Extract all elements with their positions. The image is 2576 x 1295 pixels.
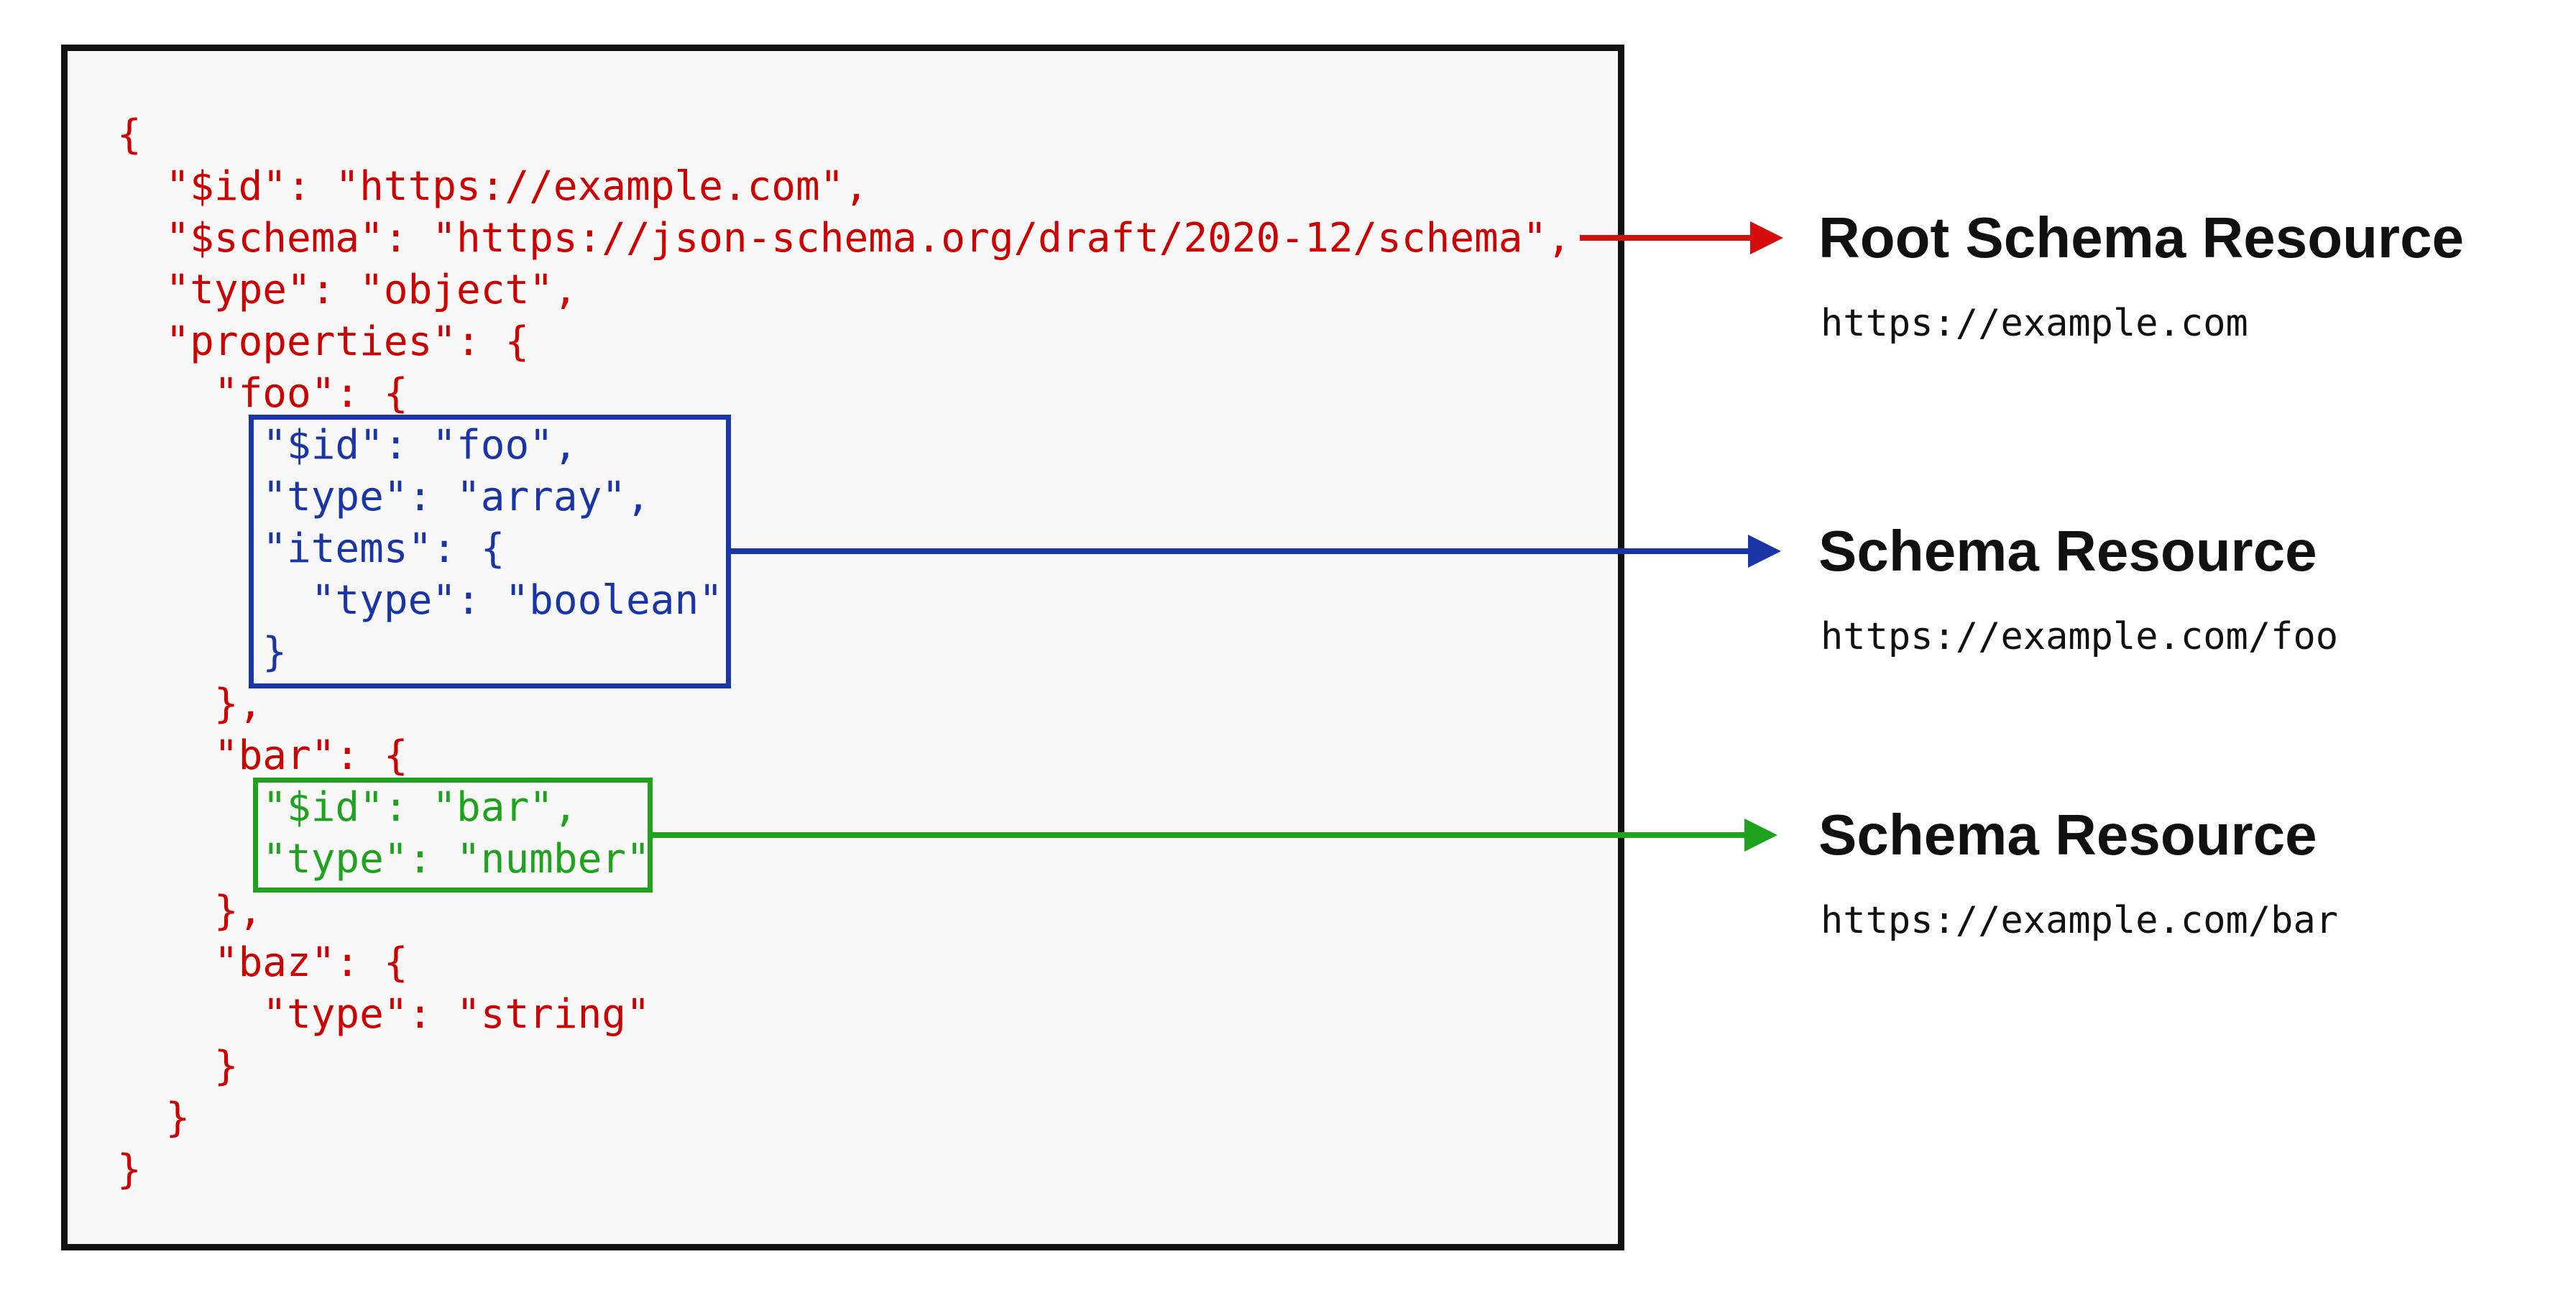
code-line: "bar": { bbox=[117, 732, 408, 779]
code-line: } bbox=[117, 1043, 239, 1089]
bar-schema-resource-box bbox=[253, 778, 653, 893]
bar-schema-resource-uri: https://example.com/bar bbox=[1821, 899, 2339, 942]
code-line: "$schema": "https://json-schema.org/draf… bbox=[117, 215, 1571, 262]
code-line: "type": "array", bbox=[117, 474, 650, 520]
foo-schema-arrowhead-icon bbox=[1748, 535, 1781, 568]
code-line: "type": "string" bbox=[117, 991, 650, 1038]
code-line: } bbox=[117, 629, 288, 676]
bar-schema-arrowhead-icon bbox=[1744, 819, 1777, 852]
code-line: } bbox=[117, 1094, 190, 1141]
code-line: { bbox=[117, 111, 142, 158]
code-line: "type": "boolean" bbox=[117, 577, 723, 624]
code-line: "type": "number" bbox=[117, 836, 650, 882]
code-line: }, bbox=[117, 888, 263, 934]
foo-schema-resource-uri: https://example.com/foo bbox=[1821, 615, 2339, 658]
root-schema-arrowhead-icon bbox=[1750, 221, 1783, 254]
code-line: "type": "object", bbox=[117, 267, 578, 313]
foo-schema-resource-title: Schema Resource bbox=[1818, 519, 2317, 583]
bar-schema-arrow-line bbox=[649, 832, 1744, 838]
code-line: "baz": { bbox=[117, 939, 408, 986]
foo-schema-arrow-line bbox=[730, 548, 1748, 554]
code-line: "$id": "bar", bbox=[117, 784, 578, 831]
schema-code-panel bbox=[61, 45, 1624, 1250]
code-line: } bbox=[117, 1146, 142, 1193]
root-schema-arrow-line bbox=[1580, 235, 1750, 241]
code-line: "$id": "foo", bbox=[117, 422, 578, 469]
bar-schema-resource-title: Schema Resource bbox=[1818, 803, 2317, 867]
root-schema-resource-uri: https://example.com bbox=[1821, 302, 2248, 345]
root-schema-resource-title: Root Schema Resource bbox=[1818, 206, 2465, 269]
code-line: "properties": { bbox=[117, 318, 530, 365]
foo-schema-resource-box bbox=[249, 415, 731, 688]
code-line: "foo": { bbox=[117, 370, 408, 417]
json-schema-code: { "$id": "https://example.com", "$schema… bbox=[117, 109, 1571, 1196]
code-line: "items": { bbox=[117, 525, 505, 572]
code-line: "$id": "https://example.com", bbox=[117, 163, 869, 210]
